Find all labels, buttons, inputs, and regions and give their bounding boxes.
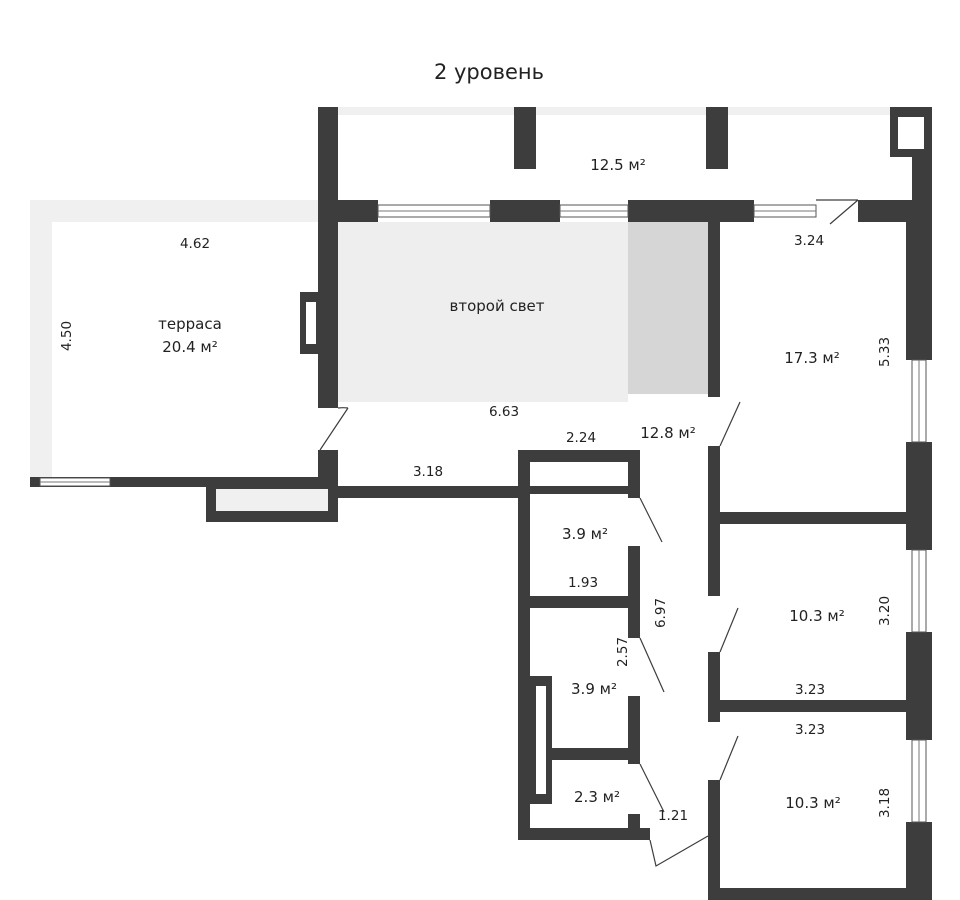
wall (518, 450, 530, 840)
wall (30, 477, 338, 487)
terrace-area-label: 20.4 м² (162, 338, 218, 356)
terrace-border-top (30, 200, 320, 222)
door-swing (639, 497, 663, 543)
terrace-floor (52, 222, 318, 477)
dim-bath-height: 2.57 (615, 637, 631, 667)
balcony-strip (338, 107, 890, 115)
dim-room1-height: 5.33 (877, 337, 893, 367)
wall (708, 700, 932, 712)
hall-area-label: 12.8 м² (640, 424, 696, 442)
wall (708, 512, 932, 524)
terrace-name-label: терраса (158, 315, 222, 333)
door-swing (639, 763, 665, 813)
door-swing (719, 607, 739, 653)
room1-area-label: 17.3 м² (784, 349, 840, 367)
closet-area-label: 3.9 м² (562, 525, 608, 543)
wall (490, 200, 560, 222)
dim-corridor-length: 3.18 (413, 464, 443, 480)
dim-corridor-height: 6.97 (653, 598, 669, 628)
door-swing (719, 735, 739, 781)
wall (708, 888, 932, 900)
wall (338, 486, 518, 498)
wall (628, 696, 640, 764)
dim-hall-length: 6.63 (489, 404, 519, 420)
dim-terrace-width: 4.62 (180, 236, 210, 252)
floor-title: 2 уровень (434, 60, 544, 84)
niche-inner (536, 686, 546, 794)
balcony-area-label: 12.5 м² (590, 156, 646, 174)
door-swing (319, 407, 349, 451)
wall (906, 222, 932, 360)
wall (628, 546, 640, 638)
dim-terrace-height: 4.50 (59, 321, 75, 351)
wc-area-label: 2.3 м² (574, 788, 620, 806)
room2-area-label: 10.3 м² (789, 607, 845, 625)
dim-closet-bottom: 1.93 (568, 575, 598, 591)
second-light-void (338, 222, 628, 402)
dim-room2-bottom: 3.23 (795, 682, 825, 698)
room3-area-label: 10.3 м² (785, 794, 841, 812)
dim-corridor-end: 1.21 (658, 808, 688, 824)
dim-room1-top: 3.24 (794, 233, 824, 249)
wall (318, 200, 338, 408)
door-swing (639, 637, 665, 693)
wall (708, 780, 720, 900)
wall (706, 107, 728, 169)
dim-room3-height: 3.18 (877, 788, 893, 818)
wall (518, 596, 640, 608)
staircase (628, 222, 708, 394)
wall (906, 442, 932, 550)
wall (906, 632, 932, 740)
door-swing (719, 401, 741, 447)
wall (858, 200, 932, 222)
dim-room3-top: 3.23 (795, 722, 825, 738)
wall (318, 107, 338, 222)
chimney-inner (898, 117, 924, 149)
window-panes (40, 210, 920, 822)
wall (708, 222, 720, 397)
bath-area-label: 3.9 м² (571, 680, 617, 698)
niche-inner (216, 489, 328, 511)
niche-inner (306, 302, 316, 344)
second-light-label: второй свет (449, 297, 544, 315)
doors (319, 199, 859, 867)
door-swing (816, 199, 859, 225)
wall (518, 828, 650, 840)
wall (514, 107, 536, 169)
wall (518, 450, 640, 462)
terrace-border-left (30, 200, 52, 478)
wall (518, 486, 640, 494)
dim-closet-top: 2.24 (566, 430, 596, 446)
wall (628, 200, 754, 222)
dim-room2-height: 3.20 (877, 596, 893, 626)
door-swing (649, 835, 709, 867)
wall (906, 822, 932, 900)
